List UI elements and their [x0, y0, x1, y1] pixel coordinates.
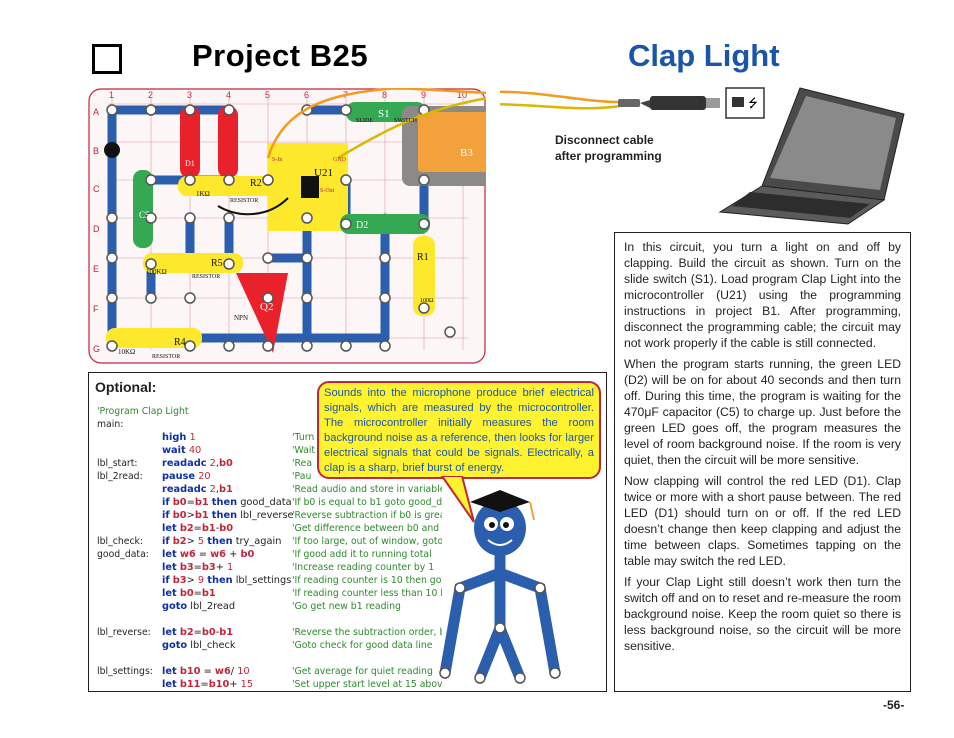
usb-port-icon: [725, 87, 765, 119]
col-label: 2: [148, 90, 153, 100]
row-label: C: [93, 184, 100, 194]
usb-plug: [650, 96, 706, 110]
s1-label: S1: [378, 108, 390, 120]
resistor-label: RESISTOR: [230, 198, 258, 204]
r1-value: 100Ω: [420, 298, 434, 304]
mascot-head: [474, 500, 526, 556]
col-label: 3: [187, 90, 192, 100]
snap-points: [106, 104, 456, 352]
description-paragraph: Now clapping will control the red LED (D…: [624, 474, 901, 568]
mascot-figure: [439, 490, 561, 684]
speech-bubble-tail: [440, 476, 475, 523]
cable-note: Disconnect cable after programming: [555, 132, 662, 164]
row-label: G: [93, 344, 100, 354]
r4-resistor: [106, 328, 202, 348]
d1-label: D1: [185, 159, 195, 168]
orange-wire: [266, 88, 486, 159]
r1-resistor: [413, 236, 435, 316]
yellow-wire: [337, 97, 486, 160]
s-in-label: S-In: [272, 157, 282, 163]
black-wire: [217, 197, 289, 216]
q2-transistor: [236, 273, 288, 353]
resistor-label: RESISTOR: [192, 274, 220, 280]
led-label: LED: [402, 234, 414, 240]
main-label: main:: [97, 419, 124, 430]
switch-label: SWITCH: [394, 118, 418, 124]
col-label: 9: [421, 90, 426, 100]
r2-value: 1KΩ: [196, 190, 210, 198]
description-paragraph: When the program starts running, the gre…: [624, 357, 901, 467]
cable-note-line: after programming: [555, 149, 662, 163]
speech-bubble: Sounds into the microphone produce brief…: [317, 381, 601, 479]
svg-text:⭍: ⭍: [748, 96, 758, 110]
row-label: D: [93, 224, 100, 234]
row-label: F: [93, 304, 99, 314]
graduation-cap-icon: [470, 490, 530, 512]
program-title: 'Program Clap Light: [97, 406, 189, 417]
gnd-label: GND: [333, 157, 347, 163]
page-number: -56-: [883, 698, 905, 712]
q2-label: Q2: [260, 301, 273, 313]
r5-resistor: [143, 253, 243, 273]
col-label: 10: [457, 90, 467, 100]
col-label: 6: [304, 90, 309, 100]
c5-capacitor: [133, 170, 153, 248]
description-box: In this circuit, you turn a light on and…: [614, 232, 911, 692]
d2-label: D2: [356, 220, 368, 231]
row-label: A: [93, 107, 99, 117]
r4-label: R4: [174, 337, 186, 348]
b3-label: B3: [460, 147, 473, 159]
row-label: E: [93, 264, 99, 274]
r4-value: 10KΩ: [118, 348, 135, 356]
resistor-label: RESISTOR: [152, 354, 180, 360]
circuit-diagram: 1 2 3 4 5 6 7 8 9 10 A B C D E F G: [88, 88, 486, 364]
r1-label: R1: [417, 252, 429, 263]
s-out-label: S-Out: [320, 188, 335, 194]
project-title: Project B25: [192, 38, 369, 73]
r2-label: R2: [250, 178, 262, 189]
microphone: [104, 142, 120, 158]
c5-label: C5: [139, 210, 150, 220]
u21-label: U21: [314, 167, 333, 179]
project-name: Clap Light: [628, 38, 780, 73]
description-paragraph: If your Clap Light still doesn’t work th…: [624, 575, 901, 653]
optional-code-box: Optional: 'Program Clap Light main: high…: [88, 372, 607, 692]
col-label: 8: [382, 90, 387, 100]
r5-value: 100KΩ: [146, 268, 167, 276]
r2-resistor: [178, 176, 274, 196]
laptop-with-usb-cable: ⭍: [500, 87, 905, 225]
row-label: B: [93, 146, 99, 156]
col-label: 4: [226, 90, 231, 100]
description-paragraph: In this circuit, you turn a light on and…: [624, 240, 901, 350]
d1-led: [180, 106, 200, 178]
d2-led: [340, 214, 430, 234]
project-checkbox[interactable]: [92, 44, 122, 74]
npn-label: NPN: [234, 314, 248, 322]
col-label: 5: [265, 90, 270, 100]
slide-label: SLIDE: [356, 118, 373, 124]
cable-note-line: Disconnect cable: [555, 133, 654, 147]
optional-heading: Optional:: [95, 379, 157, 395]
col-label: 1: [109, 90, 114, 100]
r5-label: R5: [211, 258, 223, 269]
